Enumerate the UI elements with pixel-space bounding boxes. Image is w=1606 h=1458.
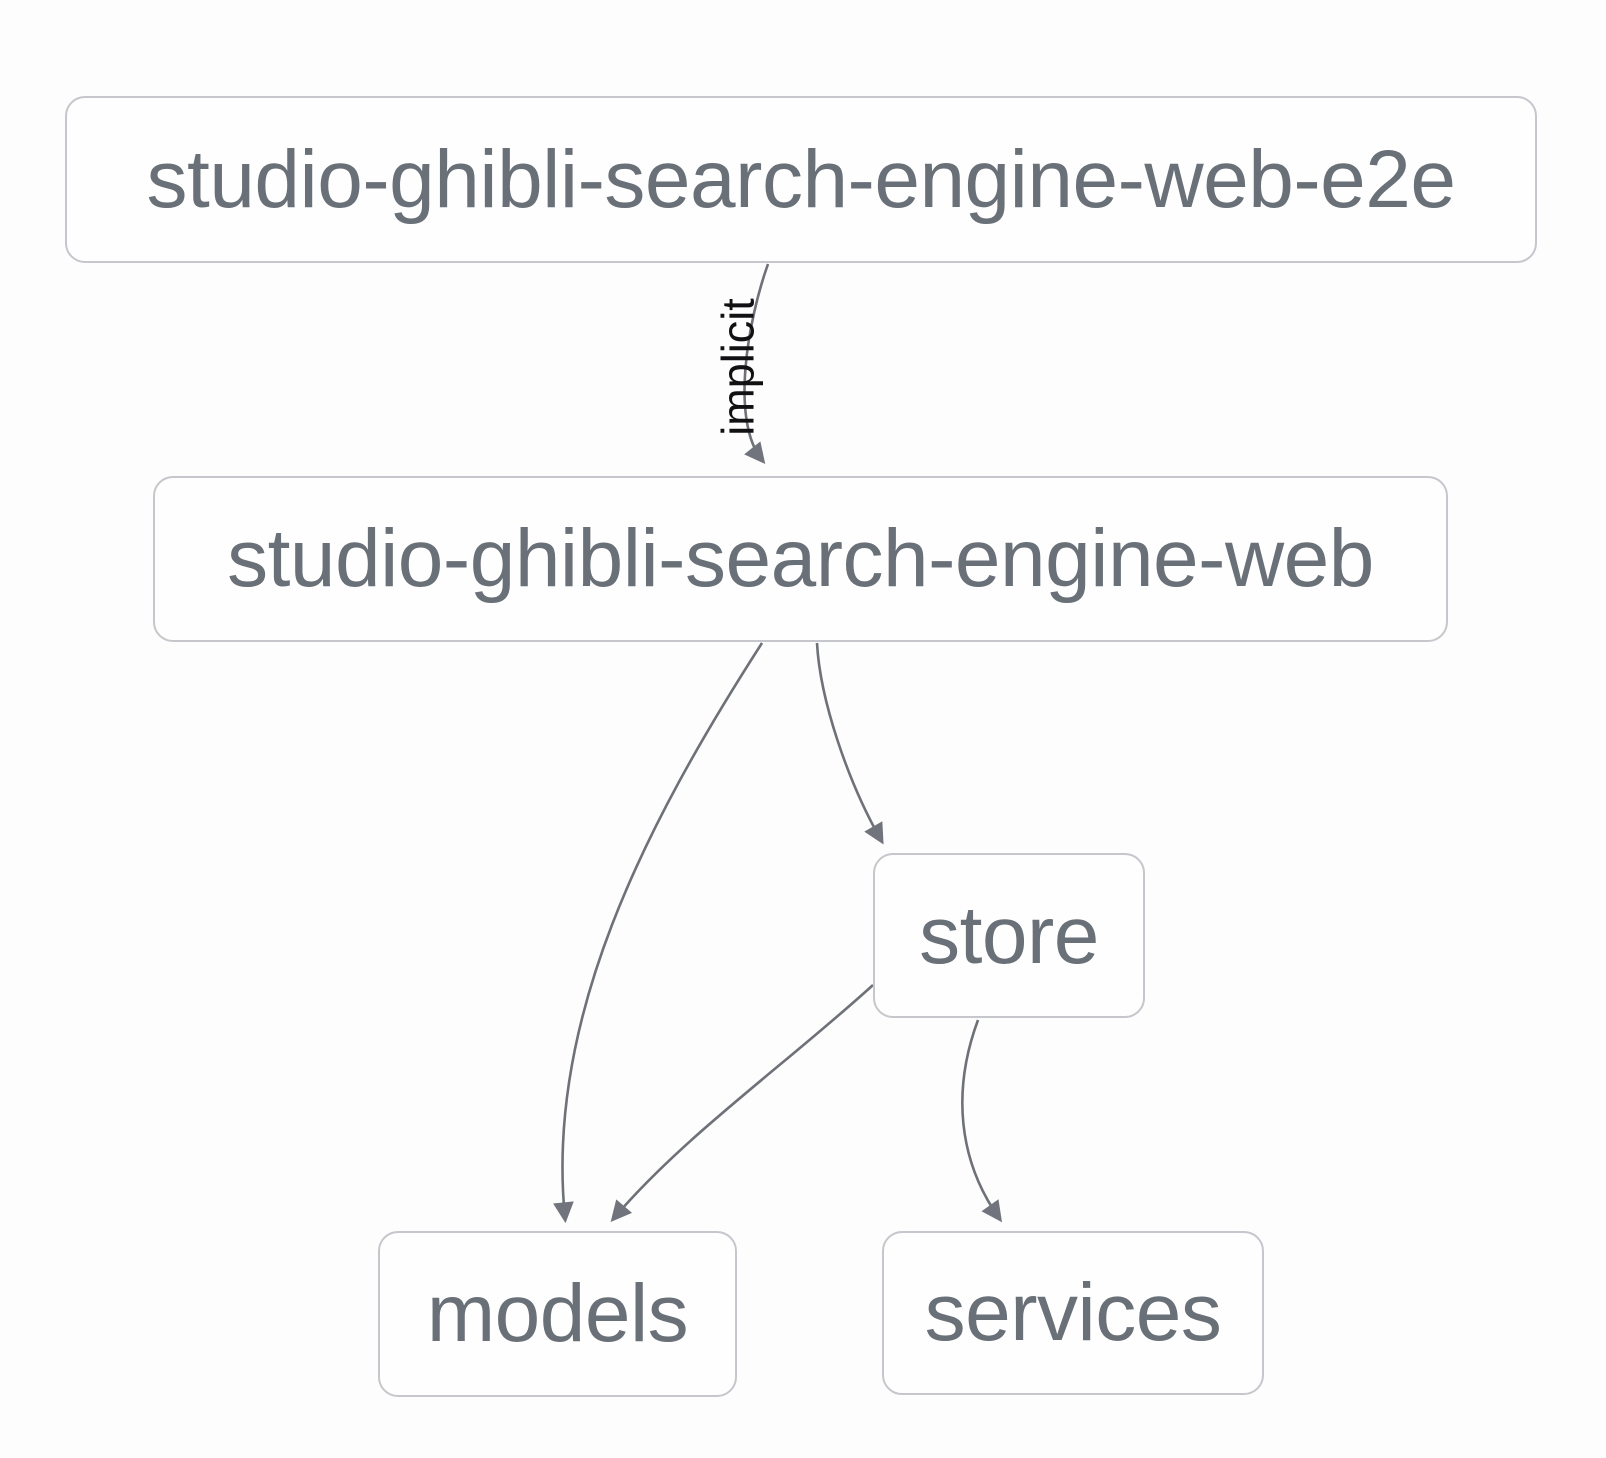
node-label: studio-ghibli-search-engine-web [227,513,1374,604]
edge-web-to-models [553,642,764,1224]
node-studio-ghibli-search-engine-web[interactable]: studio-ghibli-search-engine-web [153,476,1448,642]
node-label: models [426,1268,689,1359]
edge-store-to-services [961,1019,1002,1223]
node-label: studio-ghibli-search-engine-web-e2e [146,133,1456,225]
node-store[interactable]: store [873,853,1145,1018]
edge-web-to-store [815,642,884,845]
node-models[interactable]: models [378,1231,737,1397]
edge-label-implicit: implicit [712,298,764,436]
node-label: services [924,1267,1222,1358]
node-studio-ghibli-search-engine-web-e2e[interactable]: studio-ghibli-search-engine-web-e2e [65,96,1537,263]
node-services[interactable]: services [882,1231,1264,1395]
edge-store-to-models [610,984,874,1222]
node-label: store [919,889,1099,981]
